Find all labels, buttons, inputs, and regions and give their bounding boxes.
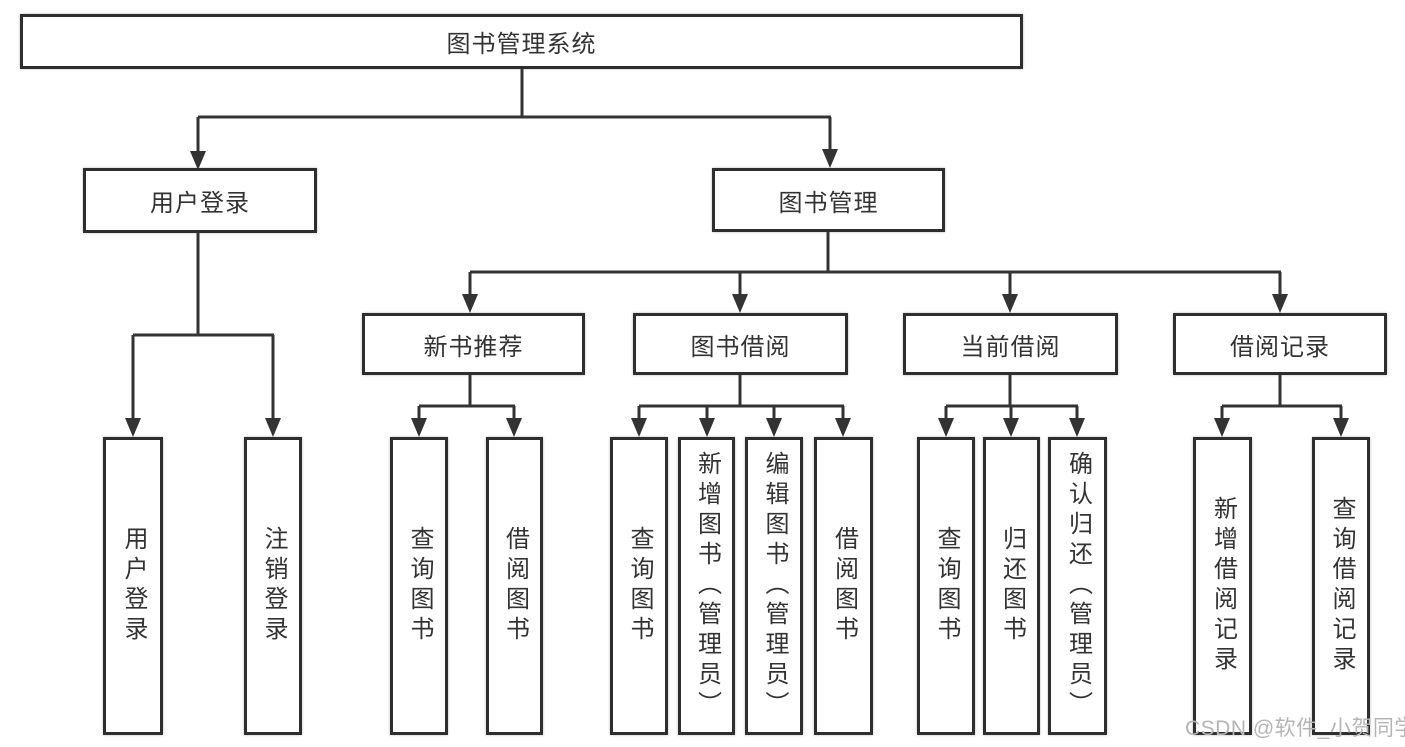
leaf-borrow-books-recommend: 借阅图书 [486,437,543,735]
connector-book-management-to-level3 [462,232,1288,313]
connector-line [131,233,275,420]
arrow-down-icon [506,418,522,437]
connector-current-borrow-to-leaves [938,375,1085,437]
leaf-borrow-books: 借阅图书 [814,437,873,735]
arrow-down-icon [1003,418,1019,437]
leaf-user-login: 用户登录 [103,437,163,735]
arrow-down-icon [411,418,427,437]
leaf-edit-books-admin: 编辑图书（管理员） [745,437,803,735]
connector-line [417,375,516,420]
arrow-down-icon [1069,418,1085,437]
leaf-add-books-admin: 新增图书（管理员） [678,437,735,735]
node-borrow-records: 借阅记录 [1173,313,1387,375]
connector-borrow-records-to-leaves [1214,375,1349,437]
arrow-down-icon [631,418,647,437]
connector-line [468,232,1282,296]
node-new-book-recommend: 新书推荐 [362,313,585,375]
connector-line [944,375,1079,420]
arrow-down-icon [462,294,478,313]
arrow-down-icon [125,418,141,437]
arrow-down-icon [1002,294,1018,313]
arrow-down-icon [822,149,838,168]
leaf-logout: 注销登录 [244,437,302,735]
connector-line [1220,375,1343,420]
arrow-down-icon [265,418,281,437]
arrow-down-icon [1214,418,1230,437]
arrow-down-icon [1333,418,1349,437]
arrow-down-icon [699,418,715,437]
leaf-query-books-borrow: 查询图书 [610,437,668,735]
arrow-down-icon [190,151,206,170]
arrow-down-icon [835,418,851,437]
connector-root-to-level2 [190,69,838,170]
connector-new-book-recommend-to-leaves [411,375,522,437]
arrow-down-icon [732,294,748,313]
node-user-login: 用户登录 [83,168,317,233]
leaf-return-books: 归还图书 [983,437,1040,735]
csdn-watermark: CSDN @软件_小贺同学 [1185,717,1405,740]
node-book-borrow: 图书借阅 [633,313,848,375]
leaf-confirm-return-admin: 确认归还（管理员） [1048,437,1107,735]
arrow-down-icon [938,418,954,437]
connector-book-borrow-to-leaves [631,375,851,437]
connector-user-login-to-leaves [125,233,281,437]
arrow-down-icon [1272,294,1288,313]
leaf-query-books-current: 查询图书 [917,437,975,735]
leaf-add-borrow-record: 新增借阅记录 [1193,437,1252,735]
leaf-query-books-recommend: 查询图书 [390,437,448,735]
connector-line [637,375,845,420]
connector-line [196,69,832,153]
node-current-borrow: 当前借阅 [903,313,1118,375]
leaf-query-borrow-record: 查询借阅记录 [1312,437,1370,735]
arrow-down-icon [766,418,782,437]
node-root: 图书管理系统 [20,14,1023,69]
node-book-management: 图书管理 [712,168,945,232]
